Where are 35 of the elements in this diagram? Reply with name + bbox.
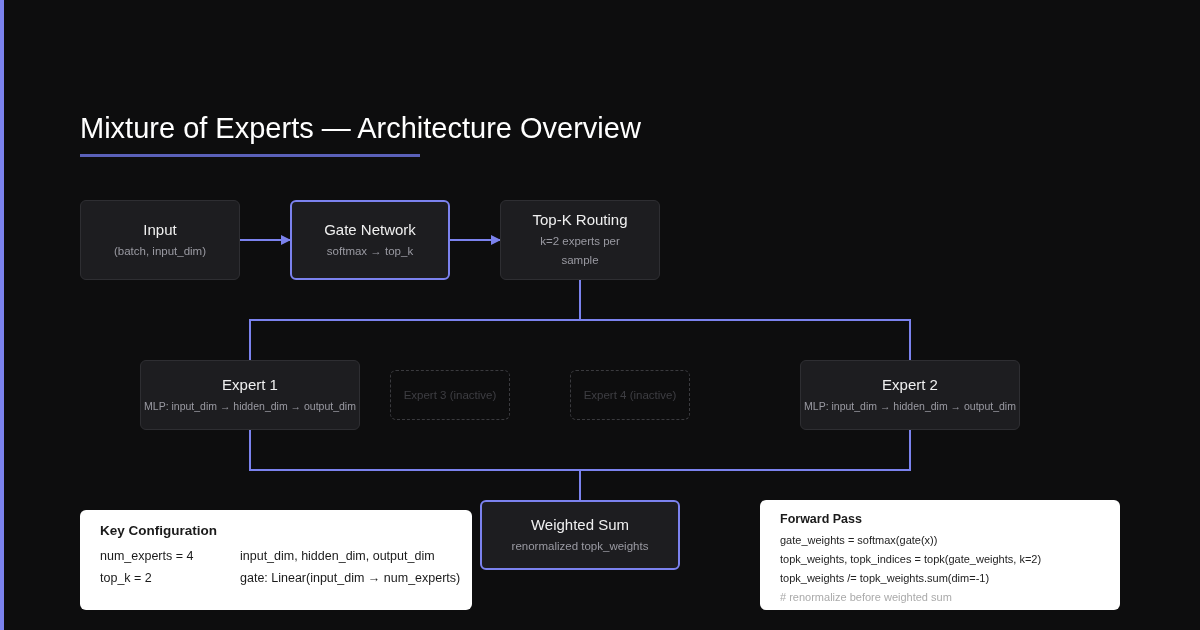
node-title: Expert 1 <box>222 374 278 395</box>
config-value: top_k = 2 <box>100 570 152 587</box>
highlighted-box <box>290 200 450 280</box>
node-subtitle: MLP: input_dim → hidden_dim → output_dim <box>804 398 1016 414</box>
highlighted-box <box>480 500 680 570</box>
code-line: # renormalize before weighted sum <box>780 590 952 605</box>
arrow <box>449 235 501 245</box>
config-card <box>80 510 472 610</box>
node-title: Gate Network <box>324 219 416 240</box>
inactive-expert-box <box>570 370 690 420</box>
code-line: topk_weights /= topk_weights.sum(dim=-1) <box>780 571 990 586</box>
config-value: num_experts = 4 <box>100 548 194 565</box>
code-line: topk_weights, topk_indices = topk(gate_weights, k=2) <box>780 552 1042 567</box>
card-heading: Key Configuration <box>100 523 217 538</box>
process-box <box>800 360 1020 430</box>
card-heading: Forward Pass <box>780 512 862 526</box>
code-card <box>760 500 1120 610</box>
node-title: Top-K Routing <box>532 210 628 230</box>
diagram-title: Mixture of Experts — Architecture Overview <box>80 112 641 145</box>
node-title: Input <box>143 219 177 240</box>
node-subtitle: MLP: input_dim → hidden_dim → output_dim <box>144 398 356 414</box>
process-box <box>140 360 360 430</box>
inactive-expert-box <box>390 370 510 420</box>
node-subtitle: (batch, input_dim) <box>113 243 206 259</box>
arrow <box>239 235 291 245</box>
process-box <box>80 200 240 280</box>
node-subtitle: softmax → top_k <box>326 243 414 259</box>
code-line: gate_weights = softmax(gate(x)) <box>780 533 938 548</box>
node-title: Weighted Sum <box>530 514 630 535</box>
node-subtitle: renormalized topk_weights <box>511 538 649 554</box>
process-box <box>500 200 660 280</box>
node-title: Expert 2 <box>882 374 938 395</box>
config-value: gate: Linear(input_dim → num_experts) <box>240 570 461 587</box>
node-subtitle: k=2 experts per sample <box>539 234 621 268</box>
config-value: input_dim, hidden_dim, output_dim <box>240 548 435 565</box>
